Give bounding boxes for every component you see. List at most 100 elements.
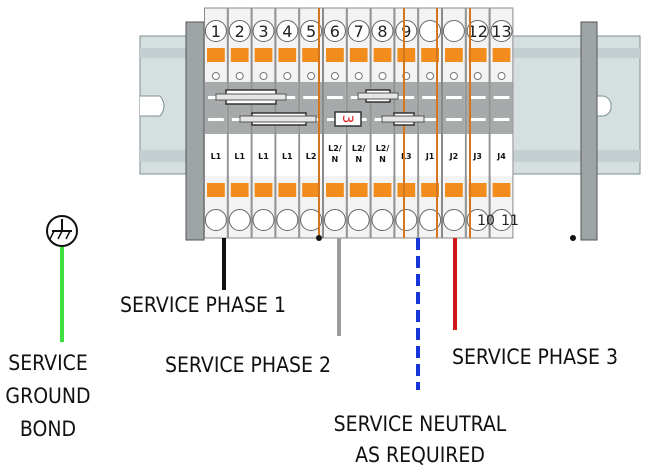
marker-area bbox=[228, 134, 251, 176]
jumper-slot bbox=[303, 96, 319, 99]
test-hole bbox=[473, 72, 482, 80]
orange-tab-top bbox=[492, 48, 511, 62]
terminal-1: 1L1 bbox=[204, 7, 228, 239]
marker-area bbox=[490, 134, 513, 176]
test-hole bbox=[378, 72, 387, 80]
terminal-number: 2 bbox=[235, 22, 245, 41]
orange-tab-bottom bbox=[230, 183, 249, 197]
orange-tab-bottom bbox=[278, 183, 297, 197]
terminal-mid-band bbox=[276, 82, 299, 134]
orange-tab-bottom bbox=[349, 183, 368, 197]
orange-tab-bottom bbox=[421, 183, 439, 197]
terminal-marker-text: L3 bbox=[401, 152, 412, 161]
orange-tab-bottom bbox=[254, 183, 273, 197]
terminal-11: J2 bbox=[442, 7, 466, 239]
terminal-mid-band bbox=[443, 82, 465, 134]
marker-area bbox=[252, 134, 275, 176]
top-screw-circle bbox=[347, 20, 370, 42]
marker-area bbox=[276, 134, 299, 176]
marker-area bbox=[443, 134, 465, 176]
terminal-number: 3 bbox=[258, 22, 268, 41]
test-hole bbox=[259, 72, 268, 80]
orange-tab-bottom bbox=[207, 183, 225, 197]
jumper-slot bbox=[493, 118, 510, 121]
test-hole bbox=[449, 72, 458, 80]
terminal-number: 6 bbox=[330, 22, 340, 41]
orange-tab-bottom bbox=[445, 183, 463, 197]
orange-tab-bottom bbox=[468, 183, 487, 197]
terminal-marker-text: L1 bbox=[282, 152, 293, 161]
terminal-marker-text: N bbox=[379, 155, 386, 164]
orange-tab-bottom bbox=[373, 183, 392, 197]
wires bbox=[60, 235, 576, 390]
fuse-marker: 3 bbox=[339, 115, 355, 124]
jumper-slot bbox=[422, 118, 438, 121]
terminal-marker-text: L2/ bbox=[328, 144, 342, 153]
test-hole bbox=[497, 72, 506, 80]
end-clamps bbox=[185, 21, 598, 241]
jumper-slot bbox=[493, 96, 510, 99]
bottom-screw-circle bbox=[323, 209, 346, 231]
test-hole bbox=[330, 72, 339, 80]
terminal-mid-band bbox=[205, 82, 227, 134]
orange-tab-bottom bbox=[397, 183, 416, 197]
terminal-10: J1 bbox=[418, 7, 443, 239]
terminal-marker-text: J1 bbox=[425, 152, 435, 161]
bottom-screw-circle bbox=[490, 209, 513, 231]
terminal-marker-text: L1 bbox=[211, 152, 222, 161]
test-hole bbox=[283, 72, 292, 80]
terminal-number: 13 bbox=[491, 22, 511, 41]
terminal-marker-text: L1 bbox=[258, 152, 269, 161]
jumper-slot bbox=[446, 96, 462, 99]
label-ground-1: SERVICE bbox=[8, 351, 88, 375]
terminal-6: 6L2/N bbox=[323, 7, 347, 239]
terminal-number: 8 bbox=[377, 22, 387, 41]
terminal-5: 5L2 bbox=[299, 7, 324, 239]
terminal-marker-text: L2/ bbox=[352, 144, 366, 153]
top-screw-circle bbox=[442, 20, 465, 42]
label-service-phase-1: SERVICE PHASE 1 bbox=[120, 293, 286, 317]
bottom-screw-circle bbox=[347, 209, 370, 231]
top-screw-circle bbox=[490, 20, 513, 42]
bottom-screw-circle bbox=[442, 209, 465, 231]
bottom-screw-circle bbox=[419, 209, 442, 231]
test-hole bbox=[426, 72, 435, 80]
terminal-marker-text: L2 bbox=[306, 152, 317, 161]
terminal-number: 9 bbox=[401, 22, 411, 41]
orange-tab-bottom bbox=[302, 183, 320, 197]
top-screw-circle bbox=[466, 20, 489, 42]
terminal-number-10: 10 bbox=[477, 213, 495, 229]
label-service-phase-2: SERVICE PHASE 2 bbox=[165, 353, 331, 377]
bottom-screw-circle bbox=[228, 209, 251, 231]
terminal-number: 4 bbox=[282, 22, 292, 41]
orange-tab-top bbox=[207, 48, 225, 62]
label-ground-3: BOND bbox=[20, 417, 76, 441]
terminal-number: 7 bbox=[354, 22, 364, 41]
terminal-9: 9L3 bbox=[394, 7, 419, 239]
orange-tab-top bbox=[468, 48, 487, 62]
bottom-screw-circle bbox=[276, 209, 299, 231]
jumper-slot bbox=[279, 96, 296, 99]
orange-tab-top bbox=[278, 48, 297, 62]
jumper-slot bbox=[446, 118, 462, 121]
test-hole bbox=[235, 72, 244, 80]
orange-tab-top bbox=[445, 48, 463, 62]
terminal-mid-band bbox=[395, 82, 418, 134]
label-service-neutral-1: SERVICE NEUTRAL bbox=[334, 412, 507, 436]
top-screw-circle bbox=[276, 20, 299, 42]
orange-tab-top bbox=[302, 48, 320, 62]
jumper-slot bbox=[469, 96, 486, 99]
top-screw-circle bbox=[419, 20, 442, 42]
bottom-screw-circle bbox=[204, 209, 227, 231]
marker-area bbox=[324, 134, 346, 176]
terminal-number: 1 bbox=[211, 22, 221, 41]
jumper-slot bbox=[469, 118, 486, 121]
terminal-number-11: 11 bbox=[501, 213, 519, 229]
terminal-2: 2L1 bbox=[227, 7, 252, 239]
label-service-neutral-2: AS REQUIRED bbox=[355, 443, 485, 467]
marker-area bbox=[300, 134, 322, 176]
bottom-screw-circle bbox=[300, 209, 323, 231]
